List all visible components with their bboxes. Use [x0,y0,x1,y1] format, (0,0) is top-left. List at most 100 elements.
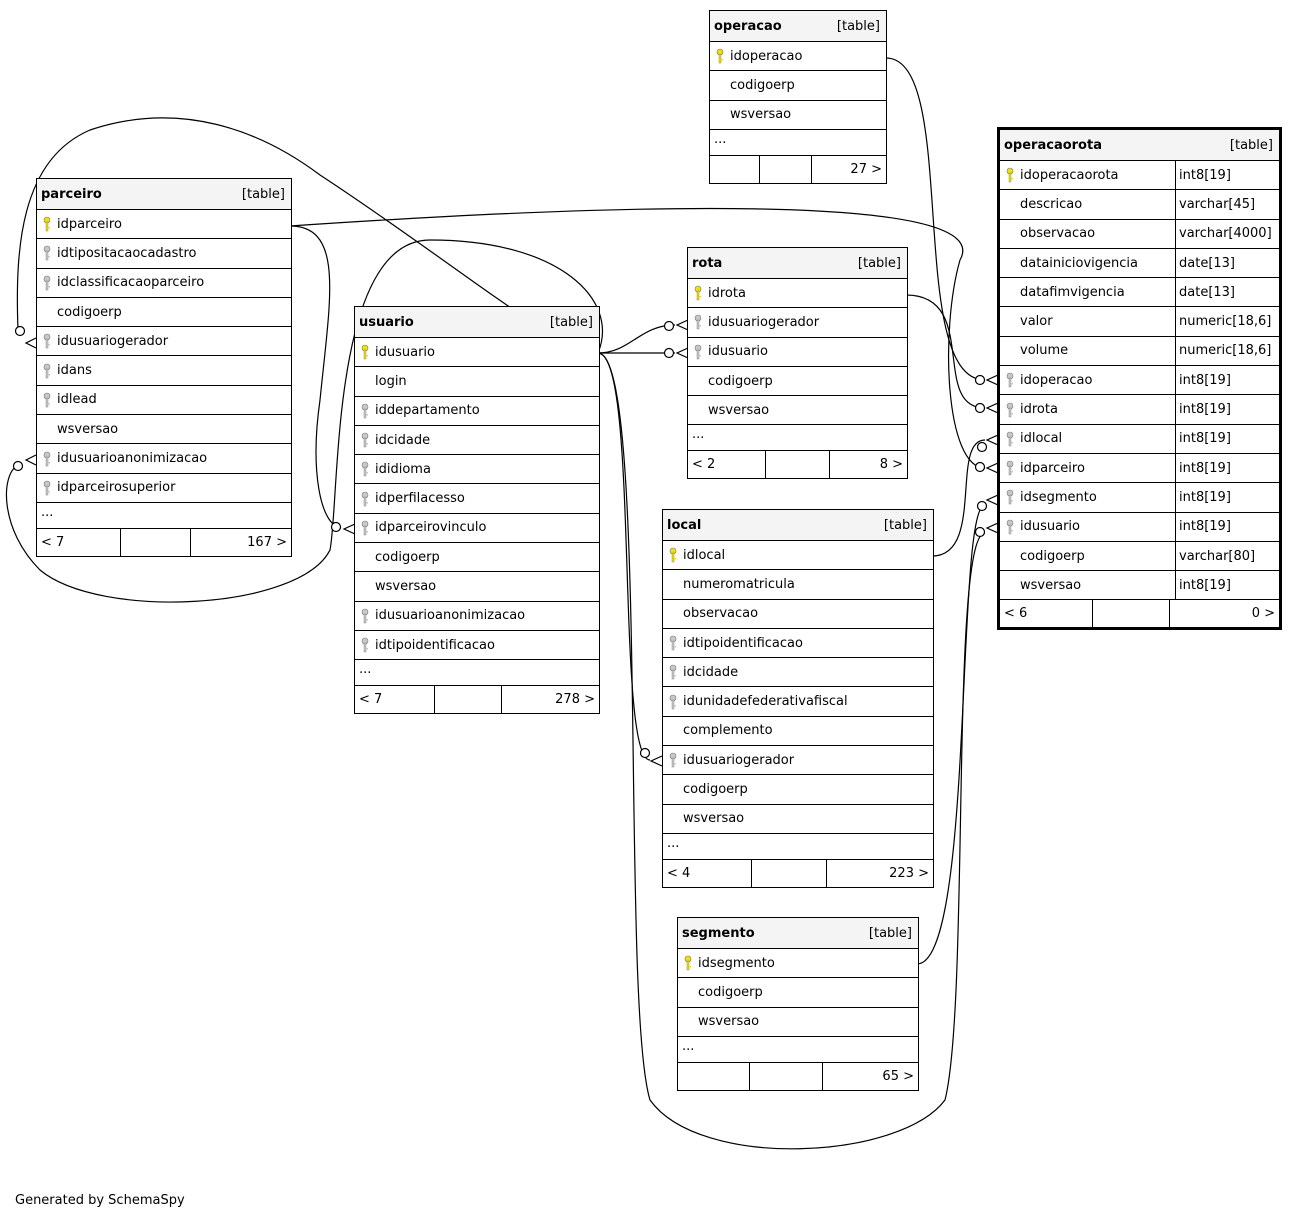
column-row[interactable]: idcidade [355,426,599,456]
table-header[interactable]: parceiro[table] [37,179,291,210]
crowfoot-marker [675,347,689,359]
column-row[interactable]: wsversao [710,101,886,130]
column-name: observacao [1020,226,1096,242]
column-row[interactable]: idtipoidentificacao [355,631,599,661]
column-row[interactable]: iddepartamento [355,397,599,426]
column-row[interactable]: codigoerp [710,71,886,101]
parents-count[interactable]: < 4 [663,859,752,887]
column-row[interactable]: idclassificacaoparceiro [37,269,291,298]
column-row[interactable]: codigoerp [37,298,291,328]
children-count[interactable]: 8 > [879,457,903,473]
foreign-key-icon [1000,366,1020,394]
column-name: datainiciovigencia [1020,255,1138,271]
column-row[interactable]: idparceirovinculo [355,514,599,544]
column-row[interactable]: login [355,367,599,397]
column-row[interactable]: idlocal [663,541,933,571]
table-header[interactable]: rota[table] [688,248,907,279]
column-row[interactable]: observacao [663,600,933,629]
column-row[interactable]: idlead [37,386,291,416]
children-count[interactable]: 65 > [882,1068,914,1084]
crowfoot-marker [985,522,999,534]
column-row[interactable]: idparceiro [37,210,291,240]
children-count[interactable]: 278 > [555,692,595,708]
parents-count[interactable]: < 7 [37,528,121,556]
column-type: int8[19] [1175,483,1279,512]
crowfoot-marker [342,523,356,535]
parents-count[interactable] [710,155,760,183]
optional-marker [976,500,988,512]
column-row[interactable]: idparceirosuperior [37,474,291,503]
column-row[interactable]: wsversao [355,572,599,602]
blank-icon [355,543,375,571]
column-row[interactable]: idcidade [663,658,933,688]
column-row[interactable]: codigoerp [355,543,599,573]
children-count[interactable]: 223 > [889,865,929,881]
column-row[interactable]: idusuario [355,338,599,368]
column-row[interactable]: wsversao [37,415,291,445]
children-count[interactable]: 0 > [1251,606,1275,622]
column-row[interactable]: ididioma [355,455,599,485]
column-row[interactable]: idtipositacaocadastro [37,239,291,269]
parents-count[interactable] [678,1062,750,1090]
crowfoot-marker [985,434,999,446]
column-row[interactable]: codigoerp [688,367,907,397]
parents-count[interactable]: < 6 [1000,600,1093,628]
column-row[interactable]: codigoerp [663,775,933,805]
table-header[interactable]: operacaorota[table] [1000,130,1279,161]
column-row[interactable]: idusuariogerador [37,327,291,357]
table-header[interactable]: local[table] [663,510,933,541]
column-row[interactable]: idusuariogerador [688,308,907,338]
table-kind-label: [table] [1229,137,1273,153]
column-row[interactable]: codigoerp [678,978,918,1008]
column-row[interactable]: idusuario [688,338,907,367]
children-count[interactable]: 27 > [850,161,882,177]
column-row[interactable]: idans [37,356,291,386]
column-row[interactable]: wsversao [688,396,907,426]
column-row[interactable]: wsversao [678,1008,918,1037]
foreign-key-icon [355,514,375,542]
column-row[interactable]: idusuarioanonimizacao [355,602,599,631]
column-row[interactable]: idtipoidentificacao [663,629,933,659]
table-header[interactable]: operacao[table] [710,11,886,42]
parents-count[interactable]: < 2 [688,451,766,479]
column-row[interactable]: idsegmento [678,949,918,979]
column-row[interactable]: idunidadefederativafiscal [663,687,933,717]
column-row[interactable]: idusuariogerador [663,746,933,776]
column-row[interactable]: idusuarioanonimizacao [37,444,291,474]
column-row[interactable]: idperfilacesso [355,484,599,514]
column-name: codigoerp [683,782,748,798]
column-row[interactable]: idrota [688,279,907,309]
column-name: idoperacao [1020,372,1093,388]
table-header[interactable]: segmento[table] [678,918,918,949]
column-row[interactable]: numeromatricula [663,570,933,600]
children-count[interactable]: 167 > [247,534,287,550]
foreign-key-icon [355,602,375,630]
parents-count[interactable]: < 7 [355,686,435,714]
column-row[interactable]: wsversao [663,805,933,834]
table-header[interactable]: usuario[table] [355,307,599,338]
column-row[interactable]: idoperacao [710,42,886,72]
column-row[interactable]: complemento [663,717,933,747]
